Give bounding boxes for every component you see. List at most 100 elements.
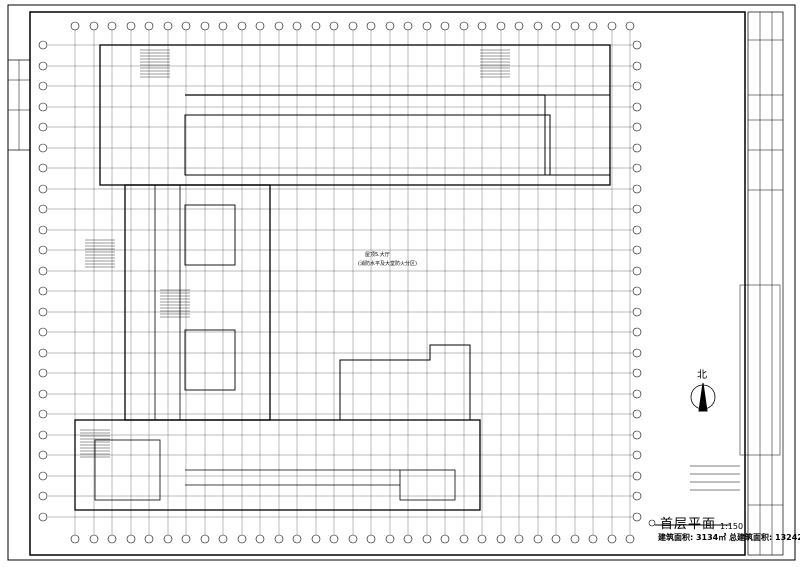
hall-note: 屋顶5.大厅: [365, 252, 390, 258]
axis-bubble: [632, 450, 642, 460]
axis-bubble: [632, 163, 642, 173]
axis-bubble: [38, 327, 48, 337]
axis-bubble: [459, 21, 469, 31]
axis-bubble: [38, 389, 48, 399]
axis-bubble: [255, 534, 265, 544]
axis-bubble: [38, 450, 48, 460]
axis-bubble: [181, 534, 191, 544]
axis-bubble: [38, 307, 48, 317]
axis-bubble: [632, 430, 642, 440]
axis-bubble: [292, 534, 302, 544]
axis-bubble: [632, 307, 642, 317]
legend-lines: [690, 465, 740, 491]
axis-bubble: [38, 286, 48, 296]
axis-bubble: [570, 534, 580, 544]
west-wing: [124, 184, 271, 421]
axis-bubble: [632, 61, 642, 71]
axis-bubble: [38, 143, 48, 153]
axis-bubble: [218, 21, 228, 31]
axis-bubble: [311, 21, 321, 31]
axis-bubble: [144, 21, 154, 31]
axis-bubble: [70, 534, 80, 544]
drawing-title: 首层平面: [660, 517, 717, 532]
axis-bubble: [329, 21, 339, 31]
axis-bubble: [477, 21, 487, 31]
axis-bubble: [607, 21, 617, 31]
axis-bubble: [632, 286, 642, 296]
axis-bubble: [632, 368, 642, 378]
axis-bubble: [38, 368, 48, 378]
axis-bubble: [570, 21, 580, 31]
axis-bubble: [607, 534, 617, 544]
axis-bubble: [625, 534, 635, 544]
axis-bubble: [533, 21, 543, 31]
south-wing: [74, 419, 481, 511]
axis-bubble: [163, 534, 173, 544]
axis-bubble: [200, 21, 210, 31]
axis-bubble: [144, 534, 154, 544]
axis-bubble: [514, 21, 524, 31]
right-title-block: [747, 11, 784, 556]
north-arrow-icon: [690, 382, 716, 412]
axis-bubble: [632, 225, 642, 235]
axis-bubble: [632, 122, 642, 132]
axis-bubble: [625, 21, 635, 31]
axis-bubble: [632, 143, 642, 153]
axis-bubble: [38, 348, 48, 358]
axis-bubble: [38, 512, 48, 522]
axis-bubble: [181, 21, 191, 31]
axis-bubble: [422, 21, 432, 31]
axis-bubble: [385, 534, 395, 544]
axis-bubble: [440, 21, 450, 31]
axis-bubble: [632, 184, 642, 194]
axis-bubble: [477, 534, 487, 544]
axis-bubble: [496, 21, 506, 31]
axis-bubble: [38, 491, 48, 501]
axis-bubble: [38, 225, 48, 235]
axis-bubble: [632, 512, 642, 522]
axis-bubble: [588, 534, 598, 544]
axis-bubble: [632, 471, 642, 481]
hall-note-sub: (消防水平及大堂防火分区): [358, 261, 417, 267]
axis-bubble: [632, 348, 642, 358]
inner-frame: [29, 11, 746, 556]
axis-bubble: [107, 21, 117, 31]
axis-bubble: [632, 245, 642, 255]
axis-bubble: [311, 534, 321, 544]
outer-frame: [7, 4, 796, 561]
axis-bubble: [329, 534, 339, 544]
axis-bubble: [366, 534, 376, 544]
axis-bubble: [496, 534, 506, 544]
axis-bubble: [348, 21, 358, 31]
north-label: 北: [697, 370, 707, 381]
axis-bubble: [632, 266, 642, 276]
axis-bubble: [38, 40, 48, 50]
axis-bubble: [89, 21, 99, 31]
axis-bubble: [38, 184, 48, 194]
axis-bubble: [163, 21, 173, 31]
axis-bubble: [38, 471, 48, 481]
axis-bubble: [38, 163, 48, 173]
axis-bubble: [551, 534, 561, 544]
axis-bubble: [38, 102, 48, 112]
axis-bubble: [38, 204, 48, 214]
axis-bubble: [632, 491, 642, 501]
axis-bubble: [38, 81, 48, 91]
axis-bubble: [403, 21, 413, 31]
axis-bubble: [292, 21, 302, 31]
axis-bubble: [70, 21, 80, 31]
axis-bubble: [38, 266, 48, 276]
axis-bubble: [632, 327, 642, 337]
axis-bubble: [551, 21, 561, 31]
axis-bubble: [632, 409, 642, 419]
axis-bubble: [274, 534, 284, 544]
axis-bubble: [533, 534, 543, 544]
axis-bubble: [514, 534, 524, 544]
axis-bubble: [126, 534, 136, 544]
axis-bubble: [632, 102, 642, 112]
axis-bubble: [588, 21, 598, 31]
axis-bubble: [440, 534, 450, 544]
axis-bubble: [632, 81, 642, 91]
axis-bubble: [107, 534, 117, 544]
